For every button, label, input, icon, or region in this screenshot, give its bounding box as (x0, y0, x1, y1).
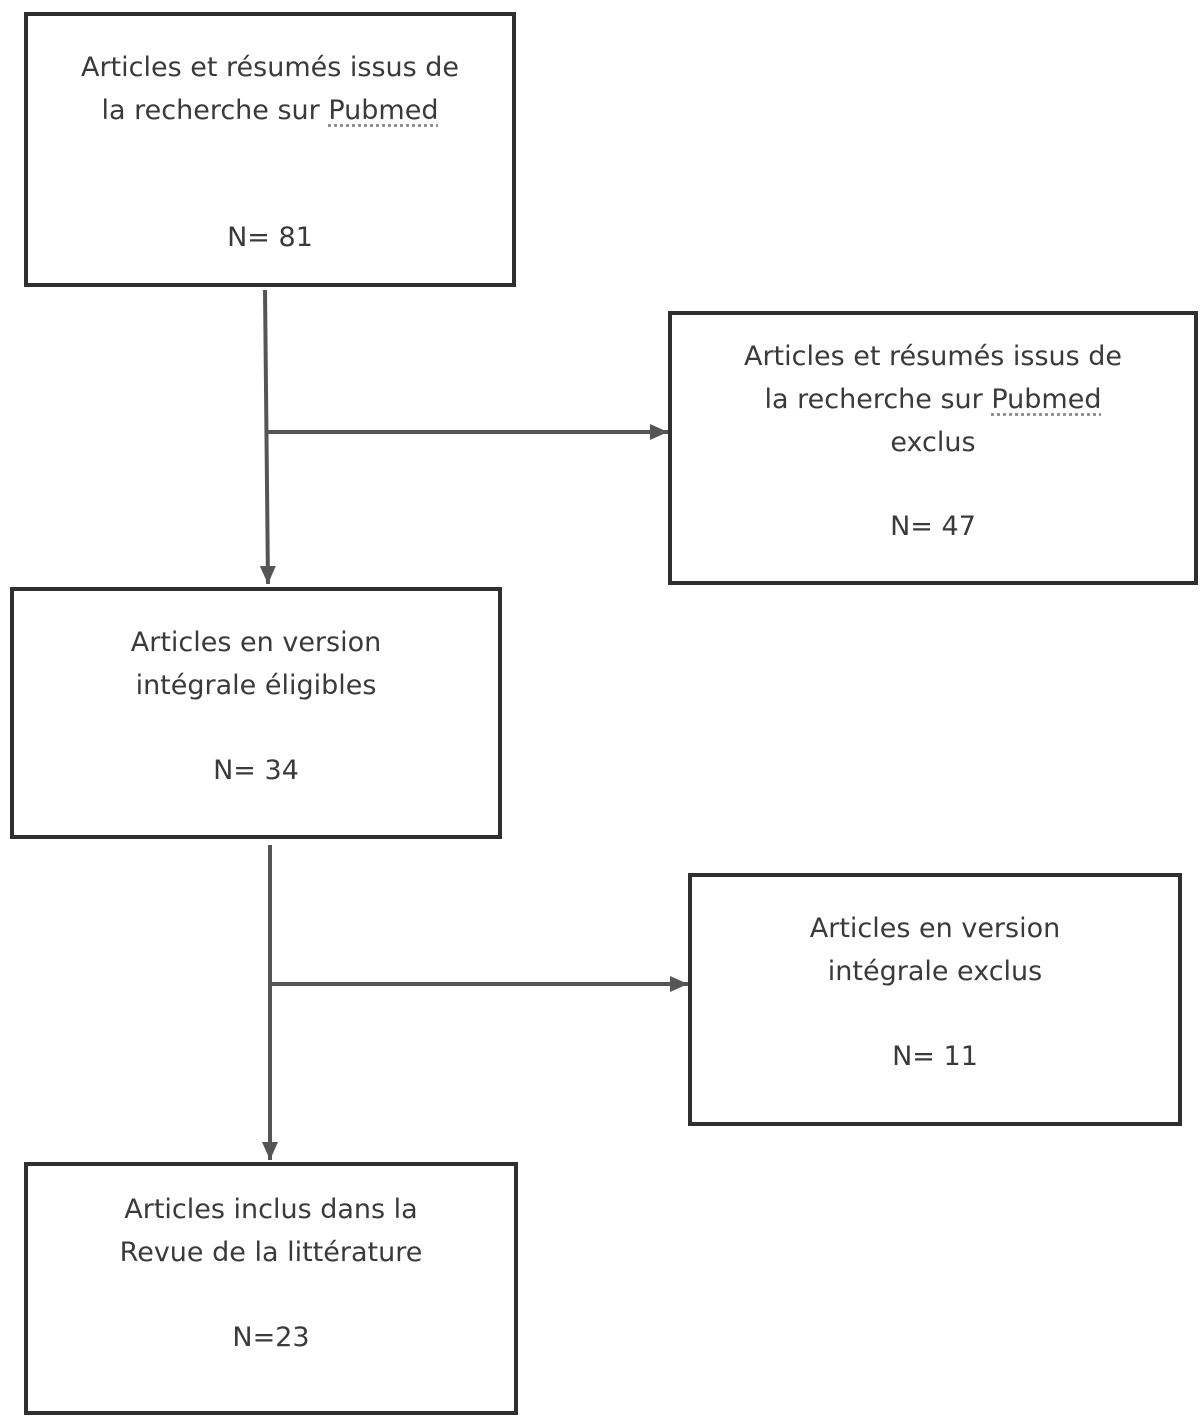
box-search-line1: Articles et résumés issus de (80, 52, 460, 83)
box-excluded-fulltext-line1: Articles en version (809, 913, 1061, 944)
pubmed-link-text: Pubmed (991, 384, 1102, 415)
box-included-count: N=23 (232, 1322, 310, 1353)
box-excluded-fulltext: Articles en version intégrale exclus N= … (688, 873, 1182, 1126)
box-eligible-line1: Articles en version (130, 627, 382, 658)
box-included-line2: Revue de la littérature (119, 1237, 423, 1268)
box-eligible-line2: intégrale éligibles (135, 670, 377, 701)
box-eligible-count: N= 34 (213, 755, 299, 786)
box-excluded-fulltext-count: N= 11 (892, 1041, 978, 1072)
box-included-line1: Articles inclus dans la (124, 1194, 418, 1225)
box-excluded-abstracts-line1: Articles et résumés issus de (743, 341, 1123, 372)
box-search-line2: la recherche sur Pubmed (28, 89, 512, 132)
box-excluded-abstracts-line2: la recherche sur Pubmed (672, 378, 1194, 421)
box-eligible-fulltext: Articles en version intégrale éligibles … (10, 587, 502, 839)
box-search-line2-prefix: la recherche sur (101, 95, 329, 126)
box-excluded-abstracts-line3: exclus (890, 427, 976, 458)
box-excluded-abstracts: Articles et résumés issus de la recherch… (668, 311, 1198, 585)
box-excluded-abstracts-line2-prefix: la recherche sur (764, 384, 992, 415)
pubmed-link-text: Pubmed (328, 95, 439, 126)
arrow-search-to-eligible (259, 289, 276, 585)
box-excluded-fulltext-line2: intégrale exclus (827, 956, 1043, 987)
box-search-count: N= 81 (227, 222, 313, 253)
box-search-results: Articles et résumés issus de la recherch… (24, 12, 516, 287)
box-included: Articles inclus dans la Revue de la litt… (24, 1162, 518, 1415)
box-excluded-abstracts-count: N= 47 (890, 511, 976, 542)
